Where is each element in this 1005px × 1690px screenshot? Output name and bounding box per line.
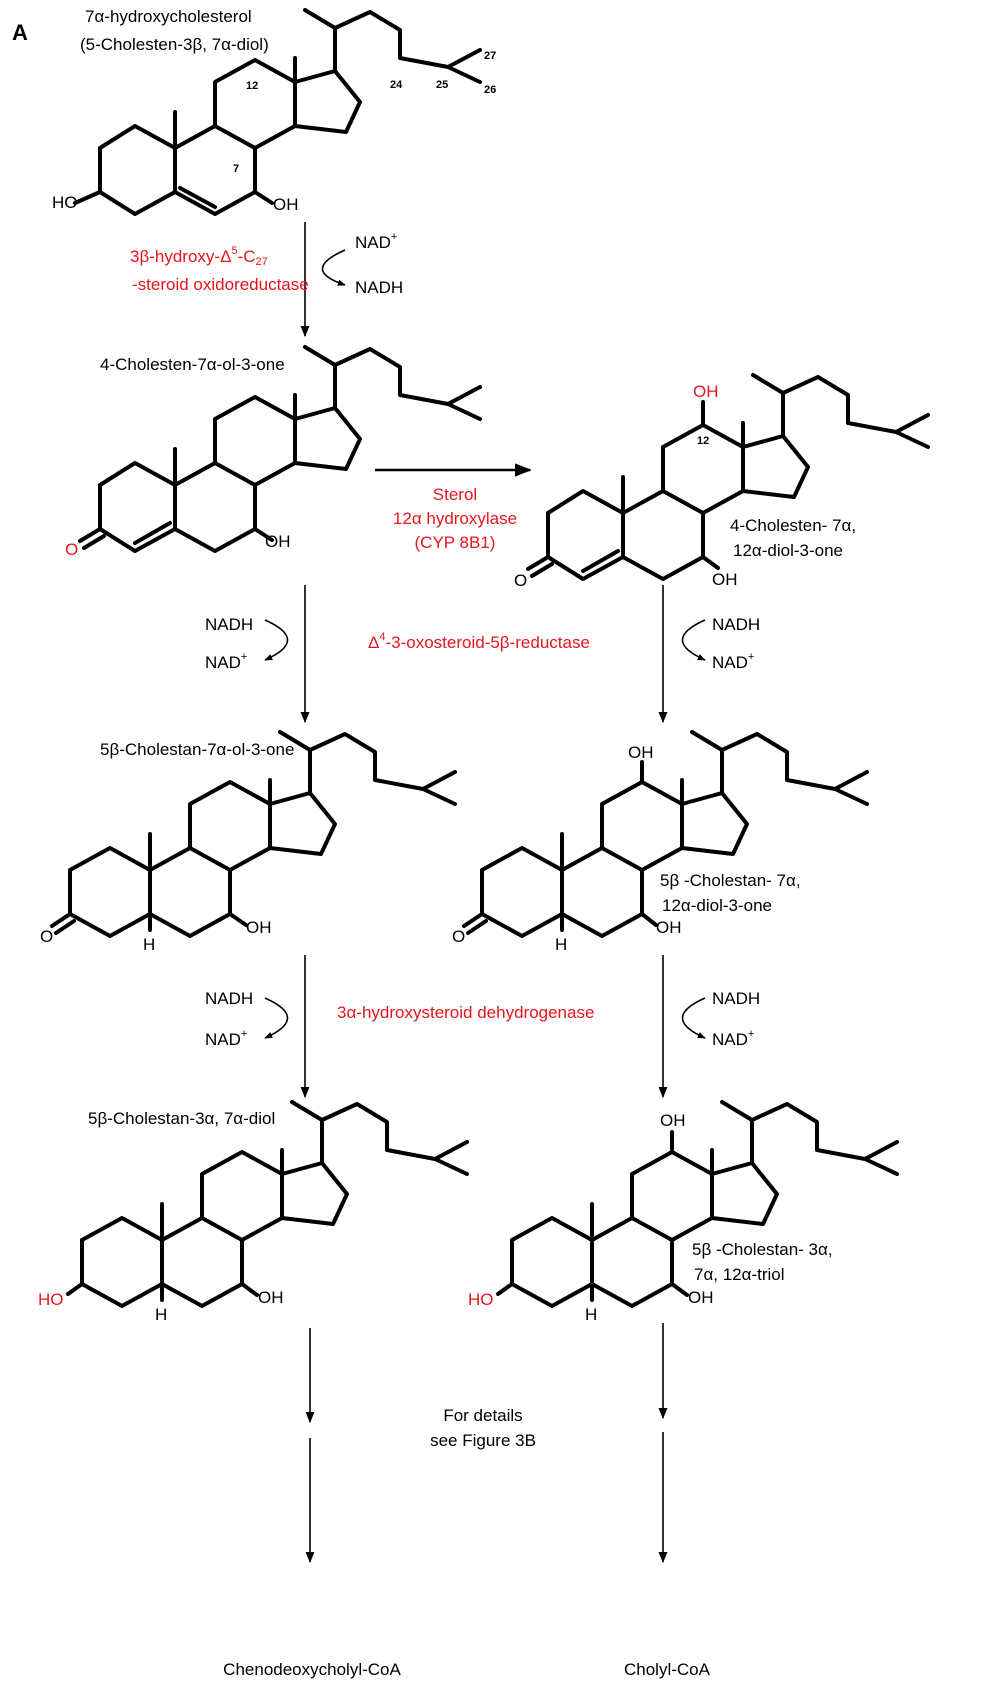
cofactor-curve-4-right [681,997,706,1039]
compound-1-name: 7α-hydroxycholesterol [85,7,252,26]
c7-12-oh-label: OH [660,1111,686,1130]
carbon-12-label: 12 [246,80,258,92]
structure-4-cholesten-7a-ol-3-one [78,345,482,553]
c3-oxo-label: O [514,571,527,590]
structure-4-cholesten-7a-12a-diol-3-one [526,373,930,581]
c5-h-label: H [555,935,567,954]
enzyme-1-line-2: -steroid oxidoreductase [132,275,309,294]
c5-12-oh-label: OH [628,743,654,762]
c6-h-label: H [155,1305,167,1324]
enzyme-2-line-3: (CYP 8B1) [415,533,496,552]
cofactor-curve-3-right [681,619,706,661]
cofactor-curve-4-left [264,997,289,1039]
c2-oxo-label: O [65,540,78,559]
compound-5-name-line-2: 12α-diol-3-one [662,896,772,915]
c4-oh-label: OH [246,918,272,937]
enzyme-2-line-2: 12α hydroxylase [393,509,517,528]
note-line-1: For details [443,1406,522,1425]
cofactor-nadh-4-right: NADH [712,989,760,1008]
structure-5b-cholestan-3a-7a-12a-triol [496,1100,899,1308]
enzyme-1-line-1: 3β-hydroxy-Δ5-C27 [130,245,268,268]
carbon-24-label: 24 [390,79,403,91]
structure-5b-cholestan-3a-7a-diol [66,1100,469,1308]
c5-oh-label: OH [656,918,682,937]
cofactor-nadh-1: NADH [355,278,403,297]
structure-7a-hydroxycholesterol [73,8,482,216]
c4-h-label: H [143,935,155,954]
final-product-right: Cholyl-CoA [624,1660,711,1679]
cofactor-nad-1: NAD+ [355,231,397,252]
c5-oxo-label: O [452,927,465,946]
cofactor-curve-3-left [264,619,289,661]
compound-3-name-line-2: 12α-diol-3-one [733,541,843,560]
compound-1-alt-name: (5-Cholesten-3β, 7α-diol) [80,35,269,54]
carbon-27-label: 27 [484,50,496,62]
c2-oh-label: OH [265,532,291,551]
c6-7-oh-label: OH [258,1288,284,1307]
structure-5b-cholestan-7a-ol-3-one [50,730,457,938]
c3-7-oh-label: OH [712,570,738,589]
cofactor-curve-1 [321,249,346,286]
compound-7-name-line-2: 7α, 12α-triol [694,1265,785,1284]
c7-7-oh-label: OH [688,1288,714,1307]
c4-oxo-label: O [40,927,53,946]
note-line-2: see Figure 3B [430,1431,536,1450]
c7-h-label: H [585,1305,597,1324]
panel-label: A [12,20,28,45]
cofactor-nadh-3-left: NADH [205,615,253,634]
cofactor-nadh-4-left: NADH [205,989,253,1008]
cofactor-nad-3-left: NAD+ [205,651,247,672]
carbon-26-label: 26 [484,84,496,96]
c7-3-oh-label: HO [468,1290,494,1309]
c1-ho-label: HO [52,193,78,212]
carbon-25-label: 25 [436,79,448,91]
compound-6-name: 5β-Cholestan-3α, 7α-diol [88,1109,275,1128]
carbon-7-label: 7 [233,163,239,175]
c3-12-oh-label: OH [693,382,719,401]
c6-3-oh-label: HO [38,1290,64,1309]
cofactor-nad-4-right: NAD+ [712,1028,754,1049]
compound-2-name: 4-Cholesten-7α-ol-3-one [100,355,285,374]
enzyme-2-line-1: Sterol [433,485,477,504]
cofactor-nad-4-left: NAD+ [205,1028,247,1049]
c1-oh-label: OH [273,195,299,214]
compound-7-name-line-1: 5β -Cholestan- 3α, [692,1240,833,1259]
c3-carbon-12-label: 12 [697,435,709,447]
enzyme-3-label: Δ4-3-oxosteroid-5β-reductase [368,631,590,652]
cofactor-nadh-3-right: NADH [712,615,760,634]
compound-4-name: 5β-Cholestan-7α-ol-3-one [100,740,294,759]
compound-5-name-line-1: 5β -Cholestan- 7α, [660,871,801,890]
enzyme-4-label: 3α-hydroxysteroid dehydrogenase [337,1003,594,1022]
structure-5b-cholestan-7a-12a-diol-3-one [462,730,869,938]
cofactor-nad-3-right: NAD+ [712,651,754,672]
compound-3-name-line-1: 4-Cholesten- 7α, [730,516,856,535]
final-product-left: Chenodeoxycholyl-CoA [223,1660,401,1679]
